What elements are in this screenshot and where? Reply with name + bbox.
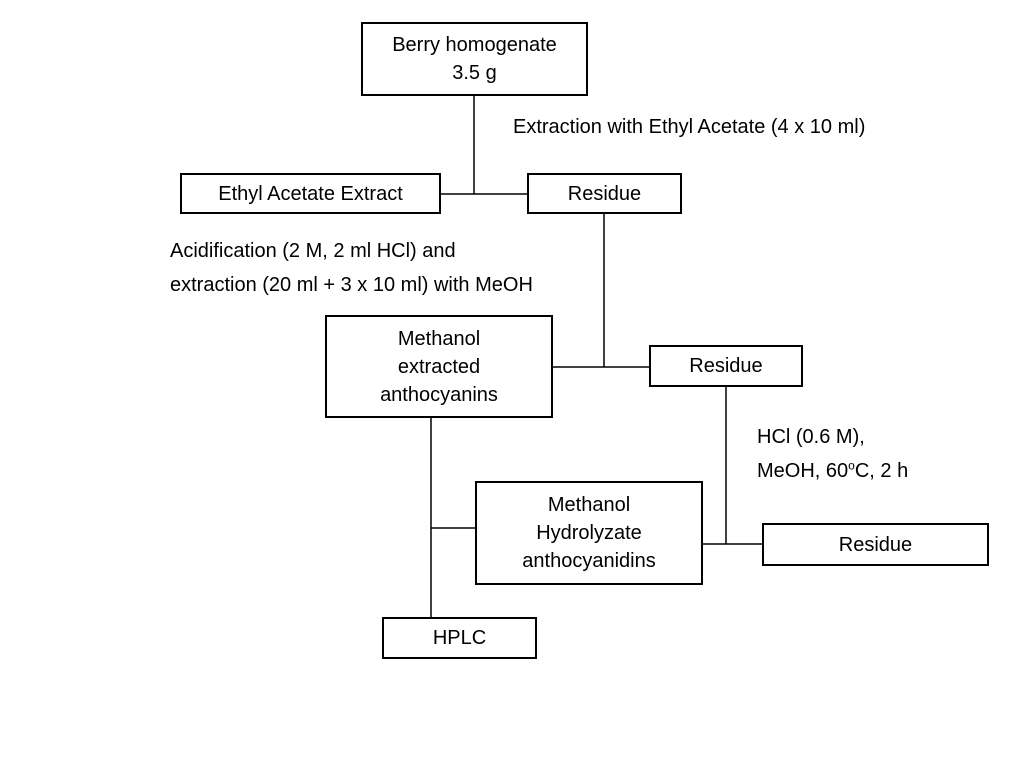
ethyl-acetate-extraction-annotation: Extraction with Ethyl Acetate (4 x 10 ml…	[513, 116, 866, 138]
residue-box-2: Residue	[649, 345, 803, 387]
methanol-extracted-anthocyanins-box: Methanol extracted anthocyanins	[325, 315, 553, 418]
methanol-hydrolyzate-anthocyanidins-box: Methanol Hydrolyzate anthocyanidins	[475, 481, 703, 585]
degree-symbol: o	[848, 458, 855, 473]
residue-label-1: Residue	[567, 182, 642, 205]
acidification-annotation: Acidification (2 M, 2 ml HCl) and extrac…	[170, 234, 533, 302]
berry-homogenate-label: Berry homogenate	[392, 34, 557, 56]
ethyl-acetate-extract-label: Ethyl Acetate Extract	[218, 182, 403, 205]
hcl-condition-line-2: MeOH, 60oC, 2 h	[757, 458, 909, 482]
residue-label-2: Residue	[689, 355, 763, 377]
berry-homogenate-box: Berry homogenate 3.5 g	[361, 22, 588, 96]
ethyl-acetate-extract-box: Ethyl Acetate Extract	[180, 173, 441, 214]
residue-label-3: Residue	[838, 533, 913, 556]
methanol-extracted-line-2: extracted	[397, 355, 481, 378]
methanol-hydrolyzate-line-1: Methanol	[547, 494, 631, 516]
hcl-condition-annotation: HCl (0.6 M), MeOH, 60oC, 2 h	[757, 420, 908, 488]
residue-box-3: Residue	[762, 523, 989, 566]
methanol-hydrolyzate-line-2: Hydrolyzate	[536, 522, 642, 544]
hcl-condition-line-1: HCl (0.6 M),	[757, 426, 865, 448]
berry-weight-label: 3.5 g	[452, 62, 497, 84]
methanol-hydrolyzate-line-3: anthocyanidins	[522, 550, 656, 572]
acidification-line-2: extraction (20 ml + 3 x 10 ml) with MeOH	[170, 274, 533, 296]
hplc-box: HPLC	[382, 617, 537, 659]
residue-box-1: Residue	[527, 173, 682, 214]
methanol-extracted-line-1: Methanol	[397, 327, 481, 350]
acidification-line-1: Acidification (2 M, 2 ml HCl) and	[170, 240, 456, 262]
hplc-label: HPLC	[432, 627, 487, 649]
methanol-extracted-line-3: anthocyanins	[380, 383, 498, 406]
